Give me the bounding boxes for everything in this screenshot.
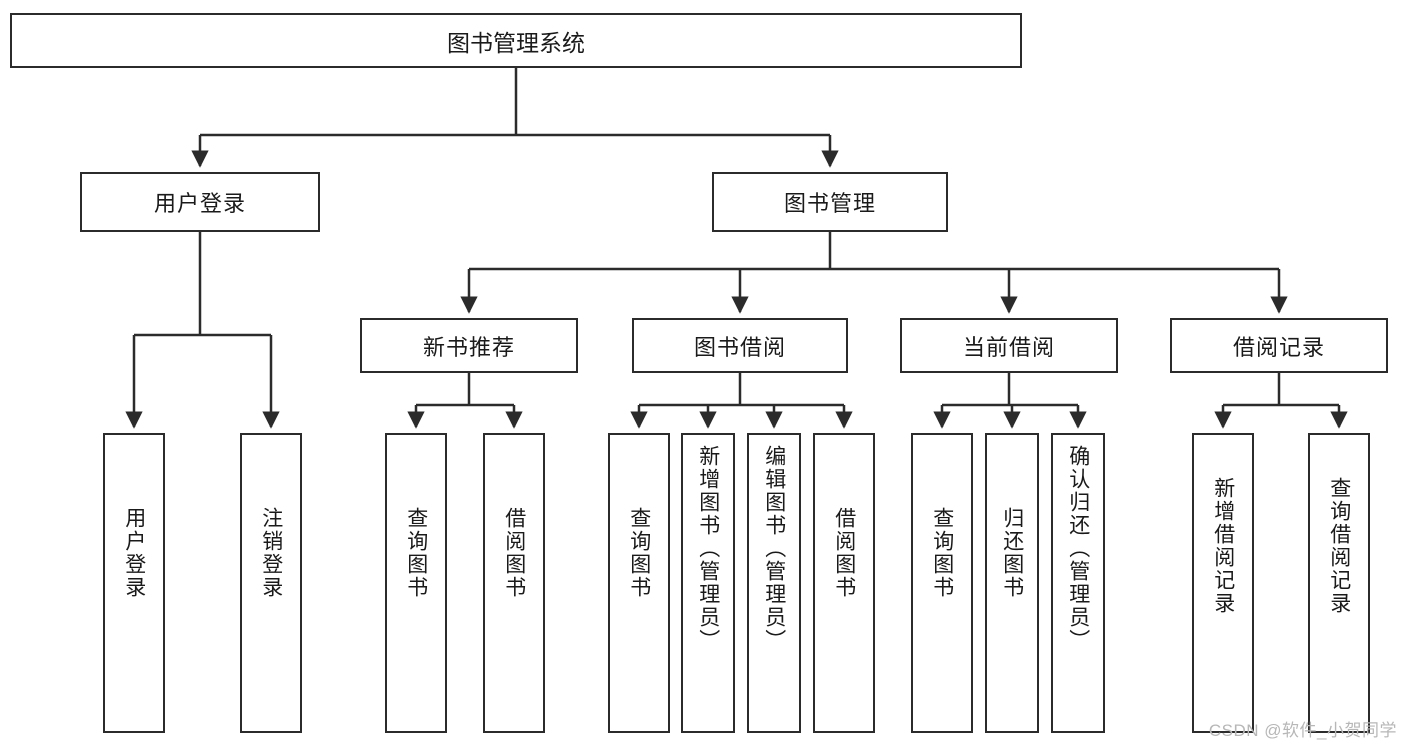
leaf-logout-label: 注销登录	[259, 507, 283, 599]
node-book-borrow[interactable]: 图书借阅	[632, 318, 848, 373]
leaf-logout[interactable]: 注销登录	[240, 433, 302, 733]
node-root-label: 图书管理系统	[447, 29, 585, 56]
leaf-confirm-return-admin[interactable]: 确认归还（管理员）	[1051, 433, 1105, 733]
node-current-borrow-label: 当前借阅	[962, 334, 1055, 360]
leaf-borrow-book-nb[interactable]: 借阅图书	[483, 433, 545, 733]
leaf-return-book-label: 归还图书	[1000, 507, 1024, 599]
node-book-management[interactable]: 图书管理	[712, 172, 948, 232]
leaf-query-book-bw-label: 查询图书	[627, 507, 651, 599]
leaf-query-book-nb[interactable]: 查询图书	[385, 433, 447, 733]
node-user-login-label: 用户登录	[153, 191, 246, 216]
leaf-query-book-cb-label: 查询图书	[930, 507, 954, 599]
node-new-book-recommend-label: 新书推荐	[422, 334, 515, 360]
leaf-borrow-book-bw[interactable]: 借阅图书	[813, 433, 875, 733]
leaf-borrow-book-bw-label: 借阅图书	[832, 507, 856, 599]
leaf-add-book-admin-label: 新增图书（管理员）	[696, 445, 720, 652]
leaf-user-login[interactable]: 用户登录	[103, 433, 165, 733]
leaf-query-borrow-record-label: 查询借阅记录	[1327, 477, 1351, 615]
node-book-borrow-label: 图书借阅	[693, 334, 786, 360]
leaf-add-borrow-record[interactable]: 新增借阅记录	[1192, 433, 1254, 733]
node-user-login[interactable]: 用户登录	[80, 172, 320, 232]
node-new-book-recommend[interactable]: 新书推荐	[360, 318, 578, 373]
node-root[interactable]: 图书管理系统	[10, 13, 1022, 68]
node-current-borrow[interactable]: 当前借阅	[900, 318, 1118, 373]
leaf-edit-book-admin[interactable]: 编辑图书（管理员）	[747, 433, 801, 733]
leaf-query-book-bw[interactable]: 查询图书	[608, 433, 670, 733]
node-book-management-label: 图书管理	[783, 191, 876, 216]
leaf-query-book-nb-label: 查询图书	[404, 507, 428, 599]
leaf-confirm-return-admin-label: 确认归还（管理员）	[1066, 445, 1090, 652]
leaf-user-login-label: 用户登录	[122, 507, 146, 599]
leaf-query-borrow-record[interactable]: 查询借阅记录	[1308, 433, 1370, 733]
leaf-query-book-cb[interactable]: 查询图书	[911, 433, 973, 733]
node-borrow-record-label: 借阅记录	[1232, 334, 1325, 360]
node-borrow-record[interactable]: 借阅记录	[1170, 318, 1388, 373]
leaf-return-book[interactable]: 归还图书	[985, 433, 1039, 733]
leaf-edit-book-admin-label: 编辑图书（管理员）	[762, 445, 786, 652]
leaf-add-book-admin[interactable]: 新增图书（管理员）	[681, 433, 735, 733]
leaf-add-borrow-record-label: 新增借阅记录	[1211, 477, 1235, 615]
csdn-watermark: CSDN @软件_小贺同学	[1208, 721, 1397, 740]
leaf-borrow-book-nb-label: 借阅图书	[502, 507, 526, 599]
